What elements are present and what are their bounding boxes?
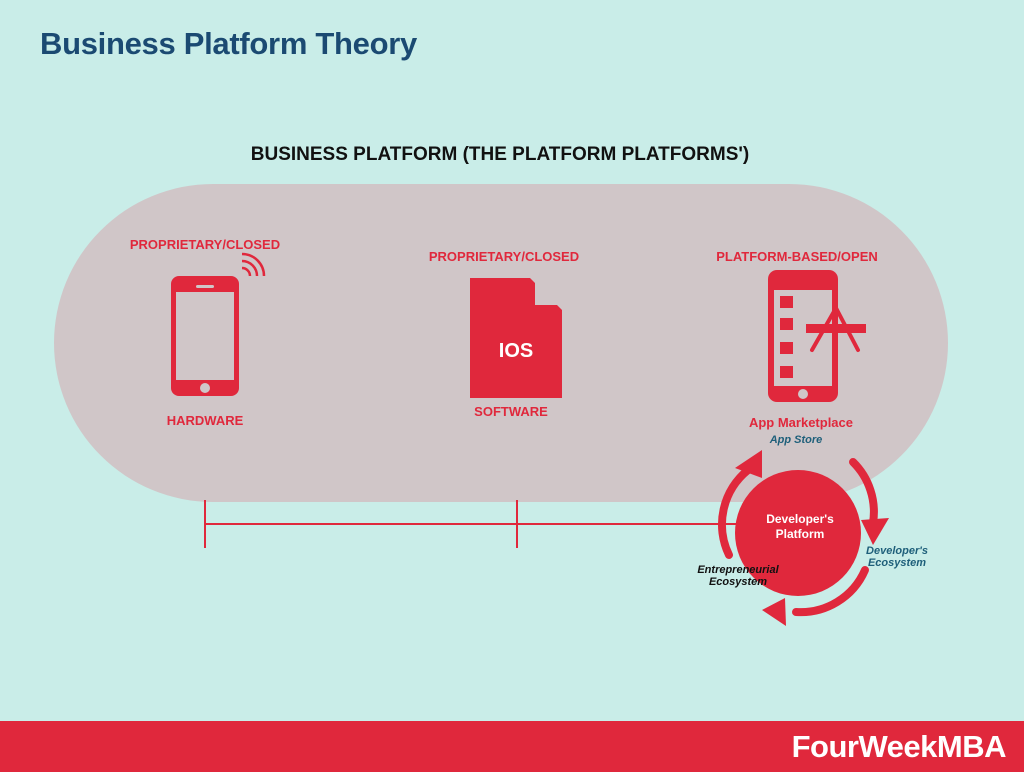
- file-icon: [470, 278, 562, 398]
- marketplace-bottom-label: App Marketplace: [748, 415, 854, 430]
- app-phone-icon: [768, 270, 838, 402]
- software-bottom-label: SOFTWARE: [474, 404, 548, 419]
- footer-bar: FourWeekMBA: [0, 721, 1024, 772]
- connector-lines: [204, 500, 760, 548]
- page-title: Business Platform Theory: [40, 26, 417, 61]
- hardware-top-label: PROPRIETARY/CLOSED: [129, 237, 281, 252]
- entrepreneurial-ecosystem-line1: Entrepreneurial: [697, 564, 779, 576]
- developers-ecosystem-label: Developer's Ecosystem: [852, 545, 942, 569]
- cycle-arrowheads: [735, 450, 889, 626]
- developers-ecosystem-line2: Ecosystem: [867, 557, 927, 569]
- smartphone-icon: [171, 276, 239, 396]
- hardware-bottom-label: HARDWARE: [166, 413, 244, 428]
- file-icon-text: IOS: [499, 340, 533, 362]
- software-top-label: PROPRIETARY/CLOSED: [428, 249, 580, 264]
- brand-logo[interactable]: FourWeekMBA: [791, 729, 1007, 764]
- app-store-label: App Store: [769, 434, 823, 446]
- developers-ecosystem-line1: Developer's: [866, 545, 928, 557]
- platform-diagram: IOS Developer's Platform: [54, 184, 948, 626]
- app-store-tools-icon: [806, 306, 866, 352]
- marketplace-top-label: PLATFORM-BASED/OPEN: [716, 249, 878, 264]
- circle-label-line2: Platform: [776, 527, 825, 541]
- signal-waves-icon: [241, 252, 266, 277]
- circle-label-line1: Developer's: [766, 512, 834, 526]
- cycle-arrows: [718, 458, 878, 617]
- entrepreneurial-ecosystem-line2: Ecosystem: [708, 576, 768, 588]
- developers-platform-circle: [735, 470, 861, 596]
- entrepreneurial-ecosystem-label: Entrepreneurial Ecosystem: [688, 564, 788, 588]
- diagram-heading: BUSINESS PLATFORM (THE PLATFORM PLATFORM…: [250, 144, 750, 165]
